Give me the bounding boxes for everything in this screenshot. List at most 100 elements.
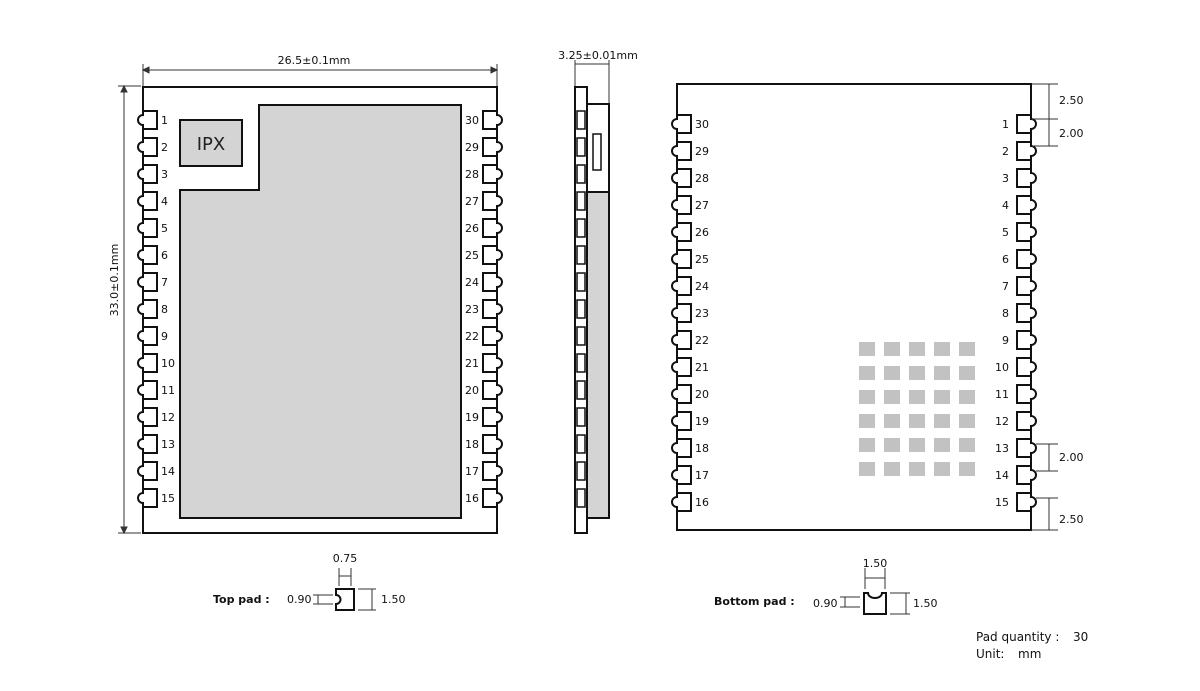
thermal-pad [934, 390, 950, 404]
top-pad-legend: Top pad : 0.75 0.90 1.50 [213, 552, 406, 611]
side-thickness-label: 3.25±0.01mm [558, 49, 638, 62]
bottom-pad-label: Bottom pad : [714, 595, 795, 608]
top-left-pad-8 [137, 299, 158, 319]
bottom-left-pad-16 [671, 492, 692, 512]
bottom-right-pin-label: 8 [1002, 307, 1009, 320]
bottom-right-pad-4 [1016, 195, 1037, 215]
bottom-right-pin-label: 13 [995, 442, 1009, 455]
top-left-pad-14 [137, 461, 158, 481]
side-pad [576, 461, 586, 481]
side-pad [576, 245, 586, 265]
top-left-pin-label: 11 [161, 384, 175, 397]
bottom-right-pin-label: 6 [1002, 253, 1009, 266]
side-pad [576, 137, 586, 157]
top-right-pad-29 [482, 137, 503, 157]
top-left-pad-1 [137, 110, 158, 130]
pad-quantity-value: 30 [1073, 630, 1088, 644]
top-left-pad-9 [137, 326, 158, 346]
top-pad-width: 0.75 [333, 552, 358, 565]
bottom-pad-width: 1.50 [863, 557, 888, 570]
dim-top-edge: 2.50 [1059, 94, 1084, 107]
thermal-pad [934, 438, 950, 452]
side-pads [576, 110, 586, 508]
bottom-left-pin-label: 17 [695, 469, 709, 482]
top-right-pin-label: 17 [465, 465, 479, 478]
side-pad [576, 407, 586, 427]
bottom-left-pad-27 [671, 195, 692, 215]
side-pad [576, 272, 586, 292]
top-right-pin-label: 20 [465, 384, 479, 397]
top-right-pin-label: 30 [465, 114, 479, 127]
ipx-label: IPX [197, 134, 226, 155]
bottom-left-pad-29 [671, 141, 692, 161]
side-pad [576, 299, 586, 319]
bottom-right-pad-15 [1016, 492, 1037, 512]
top-left-pad-10 [137, 353, 158, 373]
thermal-pad [934, 414, 950, 428]
top-left-pin-label: 8 [161, 303, 168, 316]
bottom-right-pin-label: 15 [995, 496, 1009, 509]
bottom-pad-symbol [863, 592, 887, 615]
bottom-right-pin-label: 12 [995, 415, 1009, 428]
thermal-pad [959, 438, 975, 452]
top-height-label: 33.0±0.1mm [108, 244, 121, 317]
bottom-left-pin-label: 24 [695, 280, 709, 293]
thermal-pad [884, 390, 900, 404]
top-left-pin-label: 13 [161, 438, 175, 451]
thermal-pad [959, 414, 975, 428]
bottom-pad-height: 1.50 [913, 597, 938, 610]
side-pad [576, 110, 586, 130]
top-left-pin-label: 5 [161, 222, 168, 235]
top-right-pad-27 [482, 191, 503, 211]
thermal-pad [859, 414, 875, 428]
top-right-pad-16 [482, 488, 503, 508]
top-left-pin-label: 9 [161, 330, 168, 343]
top-right-pin-label: 28 [465, 168, 479, 181]
side-shield [586, 191, 610, 519]
bottom-left-pin-label: 30 [695, 118, 709, 131]
bottom-pad-depth: 0.90 [813, 597, 838, 610]
side-pad [576, 434, 586, 454]
top-right-pin-label: 16 [465, 492, 479, 505]
top-left-pin-label: 12 [161, 411, 175, 424]
bottom-left-pad-23 [671, 303, 692, 323]
thermal-pad [959, 390, 975, 404]
bottom-pad-legend: Bottom pad : 1.50 0.90 1.50 [714, 557, 938, 615]
top-left-pad-12 [137, 407, 158, 427]
side-connector [592, 133, 602, 171]
top-left-pin-label: 2 [161, 141, 168, 154]
bottom-right-pad-6 [1016, 249, 1037, 269]
top-right-pin-label: 18 [465, 438, 479, 451]
side-pad [576, 218, 586, 238]
bottom-right-pad-7 [1016, 276, 1037, 296]
top-right-pad-24 [482, 272, 503, 292]
top-width-label: 26.5±0.1mm [278, 54, 351, 67]
bottom-module-outline [676, 83, 1032, 531]
top-right-pin-label: 22 [465, 330, 479, 343]
thermal-pad [934, 366, 950, 380]
bottom-left-pin-label: 16 [695, 496, 709, 509]
thermal-pad [884, 414, 900, 428]
bottom-right-pad-14 [1016, 465, 1037, 485]
thermal-pad [884, 438, 900, 452]
bottom-right-pad-2 [1016, 141, 1037, 161]
top-width-dimension [141, 64, 499, 86]
side-view: 3.25±0.01mm [558, 49, 638, 534]
bottom-left-pad-22 [671, 330, 692, 350]
top-left-pin-label: 14 [161, 465, 175, 478]
shield-can [179, 104, 462, 519]
top-left-pin-label: 15 [161, 492, 175, 505]
thermal-pad [909, 342, 925, 356]
bottom-left-pin-label: 25 [695, 253, 709, 266]
bottom-left-pin-label: 18 [695, 442, 709, 455]
top-right-pin-label: 24 [465, 276, 479, 289]
bottom-left-pad-21 [671, 357, 692, 377]
top-right-pad-30 [482, 110, 503, 130]
bottom-left-pad-26 [671, 222, 692, 242]
bottom-left-pad-30 [671, 114, 692, 134]
top-right-pad-21 [482, 353, 503, 373]
bottom-right-pad-9 [1016, 330, 1037, 350]
